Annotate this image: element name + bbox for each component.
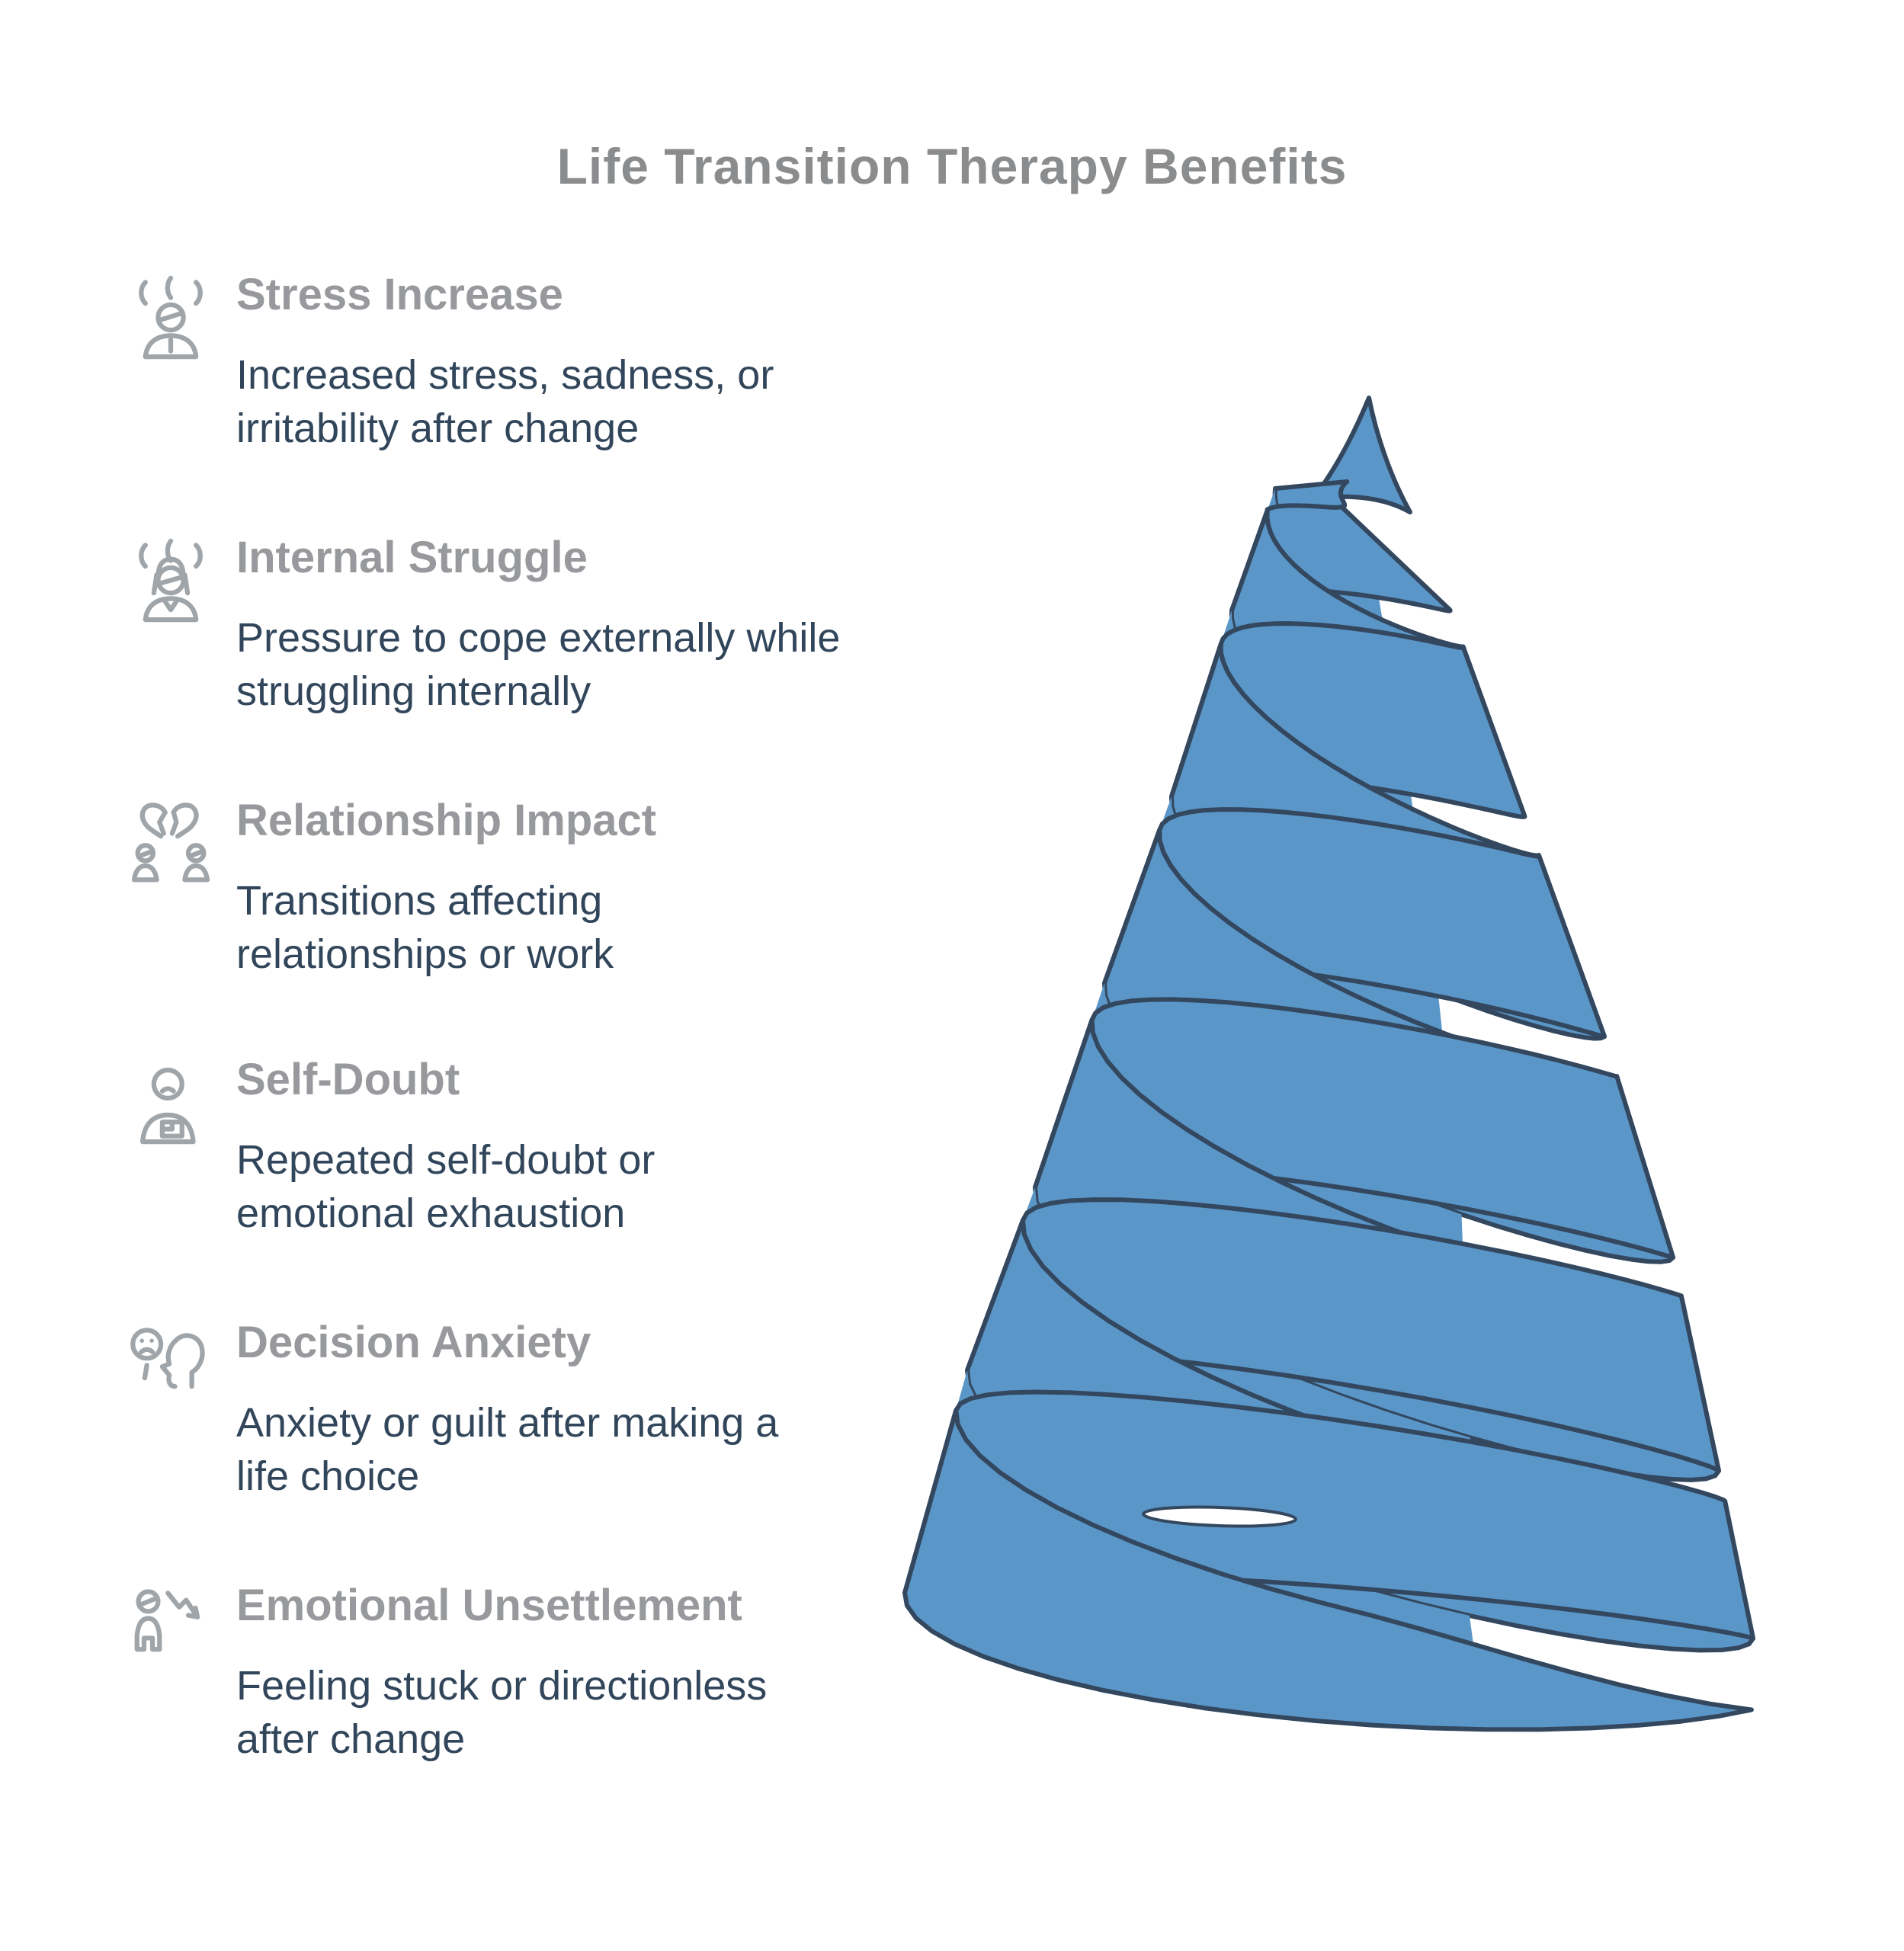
item-description: Feeling stuck or directionless after cha… <box>236 1662 768 1762</box>
anxious-mind-icon <box>126 1320 216 1419</box>
item-heading: Emotional Unsettlement <box>236 1581 742 1630</box>
stressed-person-icon <box>126 272 216 371</box>
item-heading: Internal Struggle <box>236 533 588 582</box>
list-item-emotional-unsettlement: Emotional Unsettlement Feeling stuck or … <box>126 1581 934 1766</box>
item-description: Increased stress, sadness, or irritabili… <box>236 351 774 451</box>
spiral-cone-graphic <box>823 305 1904 1875</box>
item-heading: Stress Increase <box>236 270 563 319</box>
stressed-woman-icon <box>126 535 216 634</box>
item-description: Anxiety or guilt after making a life cho… <box>236 1399 779 1499</box>
item-heading: Self-Doubt <box>236 1055 460 1104</box>
list-item-stress-increase: Stress Increase Increased stress, sadnes… <box>126 271 934 455</box>
list-item-relationship-impact: Relationship Impact Transitions affectin… <box>126 796 934 981</box>
item-heading: Decision Anxiety <box>236 1318 591 1367</box>
broken-heart-people-icon <box>126 798 216 897</box>
list-item-internal-struggle: Internal Struggle Pressure to cope exter… <box>126 533 934 718</box>
item-description: Pressure to cope externally while strugg… <box>236 614 841 714</box>
list-item-decision-anxiety: Decision Anxiety Anxiety or guilt after … <box>126 1318 934 1503</box>
item-description: Repeated self-doubt or emotional exhaust… <box>236 1136 656 1236</box>
list-item-self-doubt: Self-Doubt Repeated self-doubt or emotio… <box>126 1056 934 1240</box>
self-doubt-person-icon <box>126 1057 216 1156</box>
item-heading: Relationship Impact <box>236 796 657 845</box>
declining-person-icon <box>126 1583 216 1682</box>
item-description: Transitions affecting relationships or w… <box>236 877 614 977</box>
page-title: Life Transition Therapy Benefits <box>556 138 1348 195</box>
